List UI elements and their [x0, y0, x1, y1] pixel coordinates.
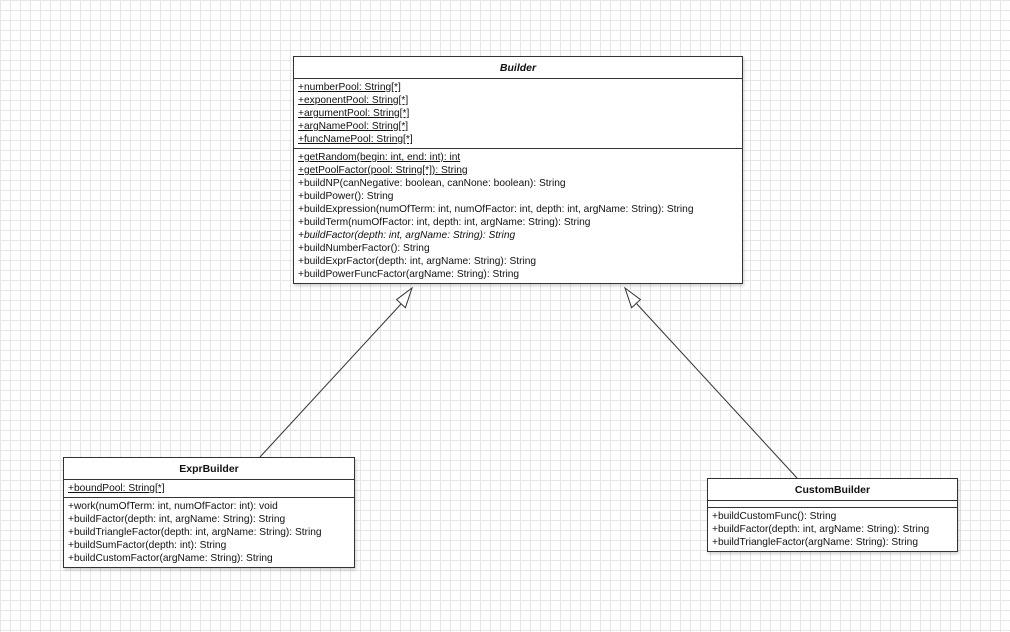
operation-build-np: +buildNP(canNegative: boolean, canNone: … — [298, 178, 566, 189]
generalization-custombuilder-to-builder[interactable] — [624, 286, 798, 479]
attribute-bound-pool: +boundPool: String[*] — [68, 483, 165, 494]
attributes-section — [708, 501, 957, 508]
operation-build-factor: +buildFactor(depth: int, argName: String… — [68, 514, 286, 525]
operation-build-term: +buildTerm(numOfFactor: int, depth: int,… — [298, 217, 591, 228]
generalization-line — [635, 302, 798, 479]
generalization-arrowhead — [624, 286, 642, 309]
generalization-line — [259, 303, 402, 458]
operation-get-random: +getRandom(begin: int, end: int): int — [298, 152, 461, 163]
operation-build-sum-factor: +buildSumFactor(depth: int): String — [68, 540, 227, 551]
attribute-arg-name-pool: +argNamePool: String[*] — [298, 121, 409, 132]
generalization-arrowhead — [395, 286, 413, 309]
operation-build-factor: +buildFactor(depth: int, argName: String… — [712, 524, 930, 535]
generalization-exprbuilder-to-builder[interactable] — [259, 286, 413, 458]
attribute-func-name-pool: +funcNamePool: String[*] — [298, 134, 413, 145]
attributes-section: +boundPool: String[*] — [64, 480, 354, 498]
class-custombuilder[interactable]: CustomBuilder +buildCustomFunc(): String… — [707, 478, 958, 552]
operation-work: +work(numOfTerm: int, numOfFactor: int):… — [68, 501, 278, 512]
class-name: ExprBuilder — [64, 458, 354, 480]
operation-build-power: +buildPower(): String — [298, 191, 394, 202]
attribute-number-pool: +numberPool: String[*] — [298, 82, 401, 93]
operation-build-custom-factor: +buildCustomFactor(argName: String): Str… — [68, 553, 273, 564]
operation-build-triangle-factor: +buildTriangleFactor(depth: int, argName… — [68, 527, 322, 538]
class-name: CustomBuilder — [708, 479, 957, 501]
attribute-argument-pool: +argumentPool: String[*] — [298, 108, 410, 119]
operation-build-expr-factor: +buildExprFactor(depth: int, argName: St… — [298, 256, 537, 267]
attributes-section: +numberPool: String[*] +exponentPool: St… — [294, 79, 742, 149]
operation-build-power-func-factor: +buildPowerFuncFactor(argName: String): … — [298, 269, 520, 280]
operations-section: +buildCustomFunc(): String +buildFactor(… — [708, 508, 957, 551]
operation-build-custom-func: +buildCustomFunc(): String — [712, 511, 837, 522]
operation-build-factor: +buildFactor(depth: int, argName: String… — [298, 230, 516, 241]
operation-build-number-factor: +buildNumberFactor(): String — [298, 243, 430, 254]
operations-section: +getRandom(begin: int, end: int): int +g… — [294, 149, 742, 283]
attribute-exponent-pool: +exponentPool: String[*] — [298, 95, 409, 106]
class-name: Builder — [294, 57, 742, 79]
operations-section: +work(numOfTerm: int, numOfFactor: int):… — [64, 498, 354, 567]
operation-build-expression: +buildExpression(numOfTerm: int, numOfFa… — [298, 204, 694, 215]
class-builder[interactable]: Builder +numberPool: String[*] +exponent… — [293, 56, 743, 284]
operation-build-triangle-factor: +buildTriangleFactor(argName: String): S… — [712, 537, 919, 548]
operation-get-pool-factor: +getPoolFactor(pool: String[*]): String — [298, 165, 468, 176]
class-exprbuilder[interactable]: ExprBuilder +boundPool: String[*] +work(… — [63, 457, 355, 568]
